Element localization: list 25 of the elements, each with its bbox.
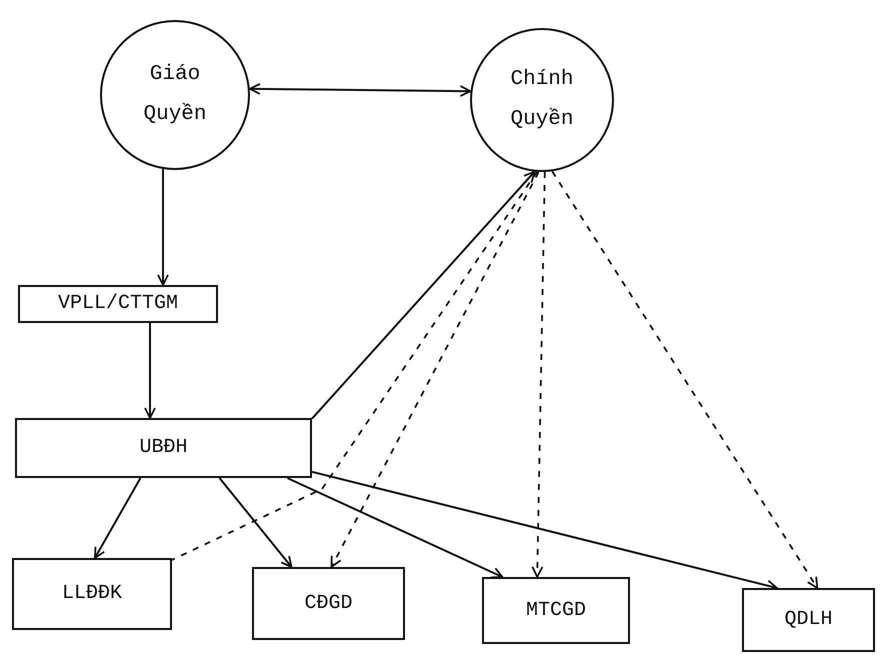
process-box (252, 567, 405, 640)
arrow (94, 478, 142, 559)
arrow (532, 172, 546, 578)
arrow (218, 477, 292, 568)
process-box (742, 588, 875, 652)
node-label: QDLH (784, 608, 832, 632)
node-label: LLĐĐK (62, 582, 122, 606)
arrow (330, 172, 540, 568)
arrow (249, 83, 472, 97)
node-label: Giáo Quyền (142, 62, 208, 128)
arrow (157, 169, 169, 286)
process-box (12, 558, 172, 630)
arrow (552, 170, 818, 589)
node-label: CĐGD (304, 592, 352, 616)
node-label: Chính Quyền (509, 67, 574, 133)
node-label: VPLL/CTTGM (58, 292, 178, 316)
arrow (311, 170, 536, 420)
node-label: MTCGD (526, 598, 586, 622)
process-box (15, 418, 312, 478)
node-label: UBĐH (139, 436, 188, 460)
process-box (18, 285, 218, 323)
arrow (144, 323, 156, 419)
arrow (287, 477, 504, 578)
connector-line (172, 171, 538, 561)
process-box (482, 577, 630, 644)
